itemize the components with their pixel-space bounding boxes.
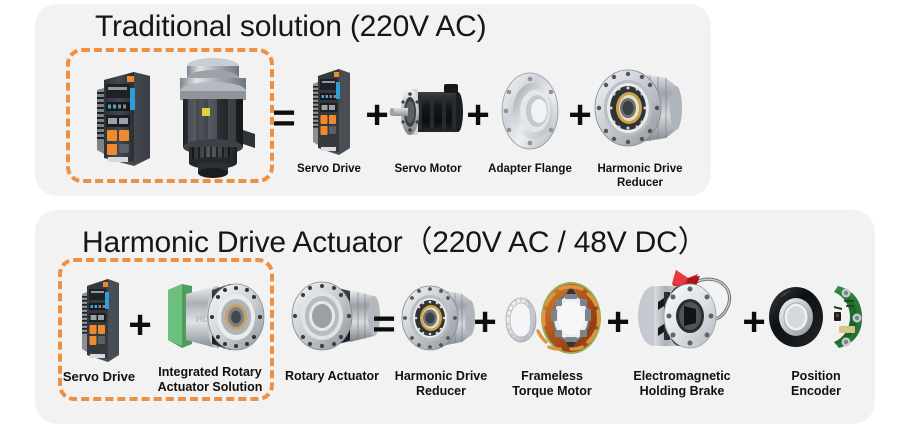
component-adapter-flange (490, 70, 570, 152)
plus-operator-top-3: + (568, 93, 592, 137)
caption-position-encoder: Position Encoder (790, 369, 841, 398)
harmonic-drive-reducer-icon (401, 285, 475, 351)
caption-servo-drive-bottom: Servo Drive (62, 369, 136, 384)
component-position-encoder (762, 276, 874, 358)
caption-adapter-flange: Adapter Flange (488, 163, 572, 175)
caption-harmonic-drive-reducer-top: Harmonic Drive Reducer (597, 163, 683, 189)
servo-drive-icon (82, 279, 119, 362)
electromagnetic-holding-brake-icon (638, 270, 732, 349)
plus-operator-bottom-1: + (473, 300, 497, 344)
integrated-rotary-actuator-icon: HD (168, 283, 265, 351)
component-electromagnetic-holding-brake (622, 264, 742, 360)
caption-frameless-torque-motor: Frameless Torque Motor (512, 369, 592, 398)
plus-operator-top-2: + (466, 93, 490, 137)
caption-electromagnetic-holding-brake: Electromagnetic Holding Brake (633, 369, 731, 398)
harmonic-drive-reducer-icon (594, 69, 682, 147)
position-encoder-icon (769, 286, 862, 348)
component-servo-drive-top (305, 62, 353, 162)
harmonic-drive-actuator-title: Harmonic Drive Actuator（220V AC / 48V DC… (82, 226, 708, 259)
component-harmonic-drive-reducer-top (588, 58, 688, 158)
traditional-assembled-group-outline (66, 48, 274, 183)
equals-operator-top: = (272, 96, 296, 140)
frameless-torque-motor-icon (505, 282, 601, 354)
caption-integrated-rotary-actuator: Integrated Rotary Actuator Solution (157, 365, 263, 394)
caption-servo-drive-top: Servo Drive (297, 163, 361, 175)
plus-operator-group-bottom: + (128, 303, 152, 347)
grouped-servo-drive-bottom (74, 272, 122, 368)
component-rotary-actuator (282, 272, 384, 360)
component-servo-motor (388, 78, 468, 146)
component-harmonic-drive-reducer-bottom (396, 276, 482, 360)
plus-operator-bottom-3: + (742, 300, 766, 344)
equals-operator-bottom: = (372, 302, 396, 346)
plus-operator-top-1: + (365, 93, 389, 137)
servo-drive-icon (97, 72, 150, 166)
adapter-flange-icon (501, 72, 559, 150)
plus-operator-bottom-2: + (606, 300, 630, 344)
servo-drive-icon (313, 69, 350, 155)
component-frameless-torque-motor (493, 278, 613, 358)
svg-text:HD: HD (196, 314, 209, 324)
grouped-integrated-rotary-actuator: HD (152, 268, 272, 366)
rotary-actuator-icon (291, 281, 380, 351)
servo-motor-gearbox-assembly-icon (180, 58, 255, 178)
grouped-servo-drive (82, 62, 154, 174)
integrated-actuator-group-outline (58, 258, 274, 401)
grouped-servo-motor-gearbox (160, 52, 266, 178)
caption-harmonic-drive-reducer-bottom: Harmonic Drive Reducer (394, 369, 488, 398)
caption-servo-motor: Servo Motor (394, 163, 462, 175)
caption-rotary-actuator: Rotary Actuator (285, 369, 379, 383)
traditional-solution-title: Traditional solution (220V AC) (95, 10, 487, 43)
servo-motor-icon (389, 84, 463, 135)
